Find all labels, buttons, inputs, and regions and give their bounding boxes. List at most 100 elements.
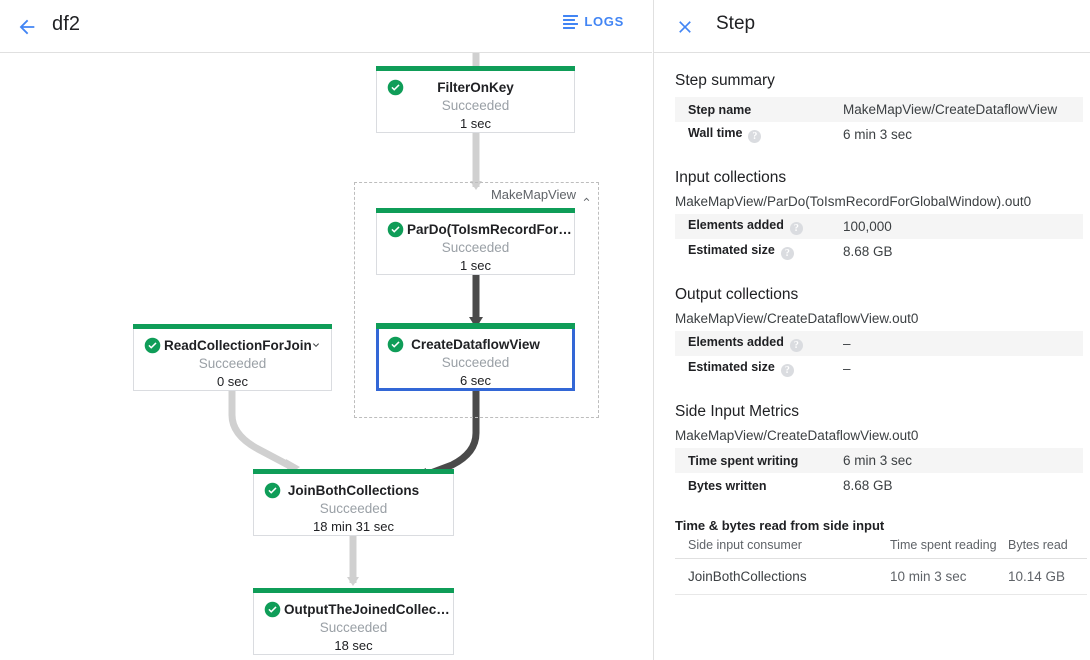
group-label: MakeMapView <box>490 187 576 202</box>
graph-node-pardo-toismrecordfor[interactable]: ParDo(ToIsmRecordFor… Succeeded 1 sec <box>376 208 575 275</box>
node-status-bar <box>376 323 575 329</box>
cell-bytes-read: 10.14 GB <box>1008 558 1087 595</box>
row-key-label: Estimated size <box>688 360 775 374</box>
row-value: 100,000 <box>843 219 892 234</box>
row-key: Step name <box>675 97 843 122</box>
row-key: Wall time? <box>675 122 843 147</box>
group-box-makemapview[interactable]: MakeMapView <box>354 182 599 418</box>
chevron-down-icon[interactable] <box>310 338 322 350</box>
logs-button[interactable]: LOGS <box>563 14 624 29</box>
step-summary-table: Step name MakeMapView/CreateDataflowView… <box>675 97 1083 147</box>
node-time: 18 sec <box>334 638 373 653</box>
node-status: Succeeded <box>441 355 510 370</box>
table-row: Step name MakeMapView/CreateDataflowView <box>675 97 1083 122</box>
node-status: Succeeded <box>319 620 388 635</box>
node-status: Succeeded <box>441 240 510 255</box>
side-input-collection-name: MakeMapView/CreateDataflowView.out0 <box>675 428 919 443</box>
subsection-heading-time-bytes-read: Time & bytes read from side input <box>675 518 885 533</box>
left-header-bar: df2 LOGS <box>0 0 652 53</box>
row-key-label: Step name <box>688 102 752 117</box>
help-icon[interactable]: ? <box>789 222 803 235</box>
graph-canvas[interactable]: MakeMapView FilterOnKey Succeeded <box>0 53 652 660</box>
chevron-up-icon[interactable] <box>581 192 592 203</box>
step-panel-body: Step summary Step name MakeMapView/Creat… <box>654 54 1090 660</box>
graph-node-output-the-joined-collection[interactable]: OutputTheJoinedCollec… Succeeded 18 sec <box>253 588 454 655</box>
graph-node-create-dataflow-view[interactable]: CreateDataflowView Succeeded 6 sec <box>376 323 575 391</box>
input-collections-table: Elements added? 100,000 Estimated size? … <box>675 214 1083 264</box>
logs-list-icon <box>563 14 579 29</box>
table-header-row: Side input consumer Time spent reading B… <box>675 535 1087 559</box>
node-status: Succeeded <box>319 501 388 516</box>
node-title: OutputTheJoinedCollec… <box>284 602 450 617</box>
side-input-consumers-table: Side input consumer Time spent reading B… <box>675 535 1087 595</box>
node-status-bar <box>133 324 332 329</box>
cell-side-input-consumer: JoinBothCollections <box>675 558 890 595</box>
row-value: – <box>843 361 851 376</box>
column-header-side-input-consumer: Side input consumer <box>675 535 890 559</box>
row-key-label: Wall time <box>688 126 743 140</box>
node-time: 1 sec <box>459 116 492 131</box>
check-circle-icon <box>264 482 281 499</box>
row-key: Elements added? <box>675 331 843 356</box>
row-value: 6 min 3 sec <box>843 127 913 142</box>
help-icon[interactable]: ? <box>789 339 803 352</box>
help-icon[interactable]: ? <box>780 247 794 260</box>
side-input-metrics-table: Time spent writing 6 min 3 sec Bytes wri… <box>675 448 1083 498</box>
table-row: Estimated size? – <box>675 356 1083 381</box>
node-title: FilterOnKey <box>437 80 514 95</box>
node-status-bar <box>253 469 454 474</box>
help-icon[interactable]: ? <box>748 130 762 143</box>
node-title: CreateDataflowView <box>411 337 540 352</box>
node-title: JoinBothCollections <box>287 483 420 498</box>
table-row: Time spent writing 6 min 3 sec <box>675 448 1083 473</box>
row-key: Time spent writing <box>688 453 799 468</box>
node-status: Succeeded <box>198 356 267 371</box>
node-status-bar <box>376 66 575 71</box>
table-row: Elements added? 100,000 <box>675 214 1083 239</box>
help-icon[interactable]: ? <box>780 364 794 377</box>
node-title: ParDo(ToIsmRecordFor… <box>407 222 572 237</box>
row-value: – <box>843 336 851 351</box>
row-value: 8.68 GB <box>843 478 893 493</box>
check-circle-icon <box>264 601 281 618</box>
close-icon[interactable] <box>670 12 700 42</box>
table-row: Elements added? – <box>675 331 1083 356</box>
node-time: 1 sec <box>459 258 492 273</box>
check-circle-icon <box>387 336 404 353</box>
row-value: 6 min 3 sec <box>843 453 913 468</box>
node-status: Succeeded <box>441 98 510 113</box>
node-title: ReadCollectionForJoin <box>164 338 312 353</box>
section-heading-input-collections: Input collections <box>675 169 787 186</box>
graph-edges <box>228 53 483 586</box>
row-value: 8.68 GB <box>843 244 893 259</box>
section-heading-step-summary: Step summary <box>675 72 775 89</box>
output-collection-name: MakeMapView/CreateDataflowView.out0 <box>675 311 919 326</box>
row-key-label: Elements added <box>688 335 784 349</box>
step-details-pane: Step Step summary Step name MakeMapView/… <box>653 0 1090 660</box>
row-key-label: Estimated size <box>688 243 775 257</box>
logs-button-label: LOGS <box>584 14 624 29</box>
input-collection-name: MakeMapView/ParDo(ToIsmRecordForGlobalWi… <box>675 194 1032 209</box>
row-key: Estimated size? <box>675 356 843 381</box>
graph-node-filter-on-key[interactable]: FilterOnKey Succeeded 1 sec <box>376 66 575 133</box>
cell-time-spent-reading: 10 min 3 sec <box>890 558 1008 595</box>
table-row: Bytes written 8.68 GB <box>675 473 1083 498</box>
column-header-time-spent-reading: Time spent reading <box>890 535 1008 559</box>
section-heading-output-collections: Output collections <box>675 286 799 303</box>
node-time: 0 sec <box>216 374 249 389</box>
page-title: df2 <box>52 13 81 35</box>
graph-scrollbar-track[interactable] <box>639 53 652 660</box>
table-row: JoinBothCollections 10 min 3 sec 10.14 G… <box>675 558 1087 595</box>
node-status-bar <box>376 208 575 213</box>
graph-node-read-collection-for-join[interactable]: ReadCollectionForJoin Succeeded 0 sec <box>133 324 332 391</box>
arrow-back-icon[interactable] <box>10 10 44 44</box>
check-circle-icon <box>144 337 161 354</box>
row-value: MakeMapView/CreateDataflowView <box>843 102 1058 117</box>
row-key: Estimated size? <box>675 239 843 264</box>
table-row: Wall time? 6 min 3 sec <box>675 122 1083 147</box>
table-row: Estimated size? 8.68 GB <box>675 239 1083 264</box>
node-time: 6 sec <box>459 373 492 388</box>
node-time: 18 min 31 sec <box>313 519 394 534</box>
graph-node-join-both-collections[interactable]: JoinBothCollections Succeeded 18 min 31 … <box>253 469 454 536</box>
step-panel-title: Step <box>716 13 756 34</box>
